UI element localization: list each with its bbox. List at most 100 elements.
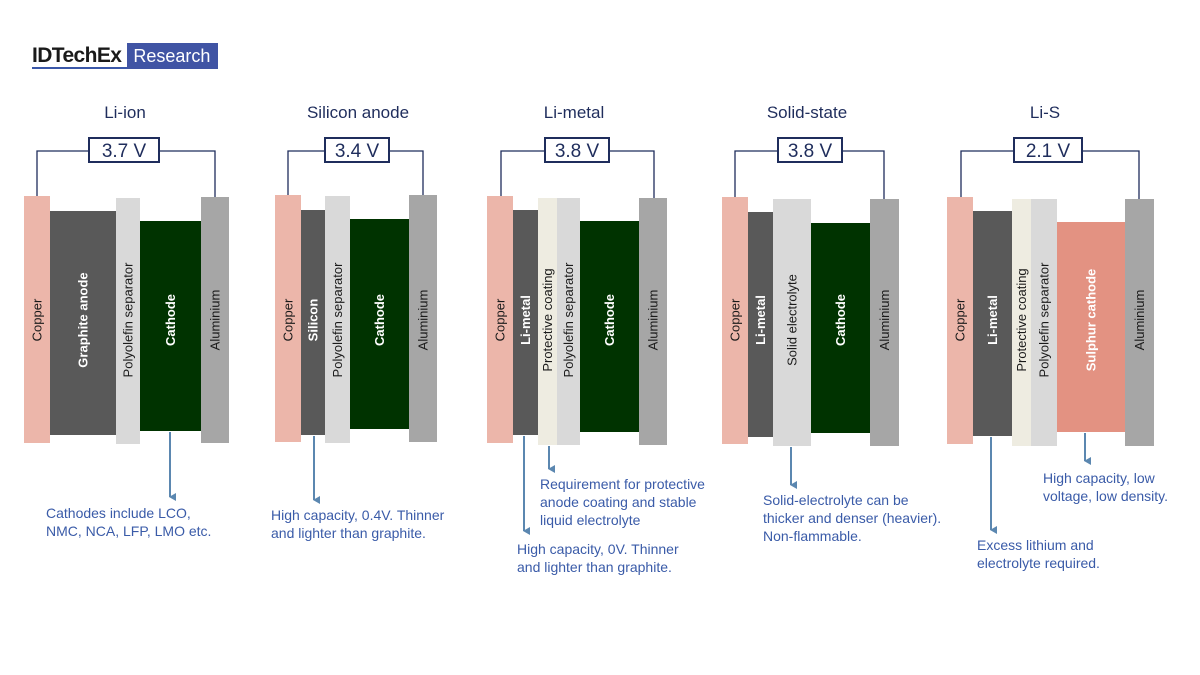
layer-label: Polyolefin separator bbox=[1037, 262, 1052, 378]
layer-aluminium bbox=[1125, 199, 1154, 446]
annotation-line: High capacity, 0.4V. Thinner bbox=[271, 507, 445, 523]
layer-aluminium bbox=[409, 195, 437, 442]
circuit-wire-right bbox=[1082, 150, 1140, 199]
layer-label: Copper bbox=[493, 298, 508, 341]
circuit-wire-right bbox=[842, 150, 885, 199]
voltage-box bbox=[544, 137, 610, 163]
voltage-box bbox=[1013, 137, 1083, 163]
layer-copper bbox=[947, 197, 973, 444]
layer-cathode bbox=[350, 219, 409, 429]
layer-cathode bbox=[140, 221, 201, 431]
annotation-line: electrolyte required. bbox=[977, 555, 1100, 571]
annotation-line: thicker and denser (heavier). bbox=[763, 510, 941, 526]
annotation-text: Solid-electrolyte can be thicker and dens… bbox=[763, 492, 941, 544]
layer-label: Copper bbox=[30, 298, 45, 341]
annotation-text: High capacity, 0V. Thinner and lighter th… bbox=[517, 541, 679, 575]
circuit-wire-right bbox=[609, 150, 655, 198]
layer-li-metal bbox=[513, 210, 538, 435]
voltage-value: 3.7 V bbox=[102, 141, 147, 162]
voltage-box bbox=[324, 137, 390, 163]
annotation-line: Requirement for protective bbox=[540, 476, 705, 492]
annotation-line: anode coating and stable bbox=[540, 494, 697, 510]
annotation-line: Excess lithium and bbox=[977, 537, 1094, 553]
circuit-wire-left bbox=[500, 150, 545, 196]
layer-label: Aluminium bbox=[646, 290, 661, 351]
layer-label: Aluminium bbox=[877, 290, 892, 351]
layer-label: Protective coating bbox=[540, 268, 555, 371]
layer-protective-coating bbox=[1012, 199, 1031, 446]
annotation-line: High capacity, low bbox=[1043, 470, 1156, 486]
voltage-box bbox=[88, 137, 160, 163]
layer-label: Aluminium bbox=[208, 290, 223, 351]
annotation-line: and lighter than graphite. bbox=[271, 525, 426, 541]
layer-aluminium bbox=[201, 197, 229, 443]
layer-label: Sulphur cathode bbox=[1084, 269, 1099, 372]
voltage-value: 3.8 V bbox=[555, 141, 600, 162]
layer-protective-coating bbox=[538, 198, 557, 445]
annotation-line: voltage, low density. bbox=[1043, 488, 1168, 504]
layer-label: Copper bbox=[281, 298, 296, 341]
layer-cathode bbox=[811, 223, 870, 433]
logo-badge: Research bbox=[127, 43, 219, 69]
annotation-text: High capacity, 0.4V. Thinner and lighter … bbox=[271, 507, 445, 541]
circuit-wire-left bbox=[36, 150, 89, 196]
layer-label: Polyolefin separator bbox=[121, 262, 136, 378]
layer-label: Cathode bbox=[602, 294, 617, 346]
layer-copper bbox=[487, 196, 513, 443]
circuit-wire-right bbox=[159, 150, 216, 197]
annotation-line: Solid-electrolyte can be bbox=[763, 492, 909, 508]
layer-label: Copper bbox=[953, 298, 968, 341]
layer-label: Cathode bbox=[163, 294, 178, 346]
voltage-value: 3.4 V bbox=[335, 141, 380, 162]
annotation-line: and lighter than graphite. bbox=[517, 559, 672, 575]
annotation-line: NMC, NCA, LFP, LMO etc. bbox=[46, 523, 211, 539]
layer-label: Li-metal bbox=[753, 295, 768, 345]
layer-label: Li-metal bbox=[518, 295, 533, 345]
layer-copper bbox=[722, 197, 748, 444]
layer-polyolefin-separator bbox=[1031, 199, 1057, 446]
layer-label: Cathode bbox=[833, 294, 848, 346]
annotation-line: Non-flammable. bbox=[763, 528, 862, 544]
annotation-text: High capacity, low voltage, low density. bbox=[1043, 470, 1168, 504]
voltage-value: 3.8 V bbox=[788, 141, 833, 162]
annotation-text: Requirement for protective anode coating … bbox=[540, 476, 705, 528]
layer-label: Graphite anode bbox=[76, 272, 91, 367]
annotation-line: Cathodes include LCO, bbox=[46, 505, 191, 521]
cell-title: Li-ion bbox=[104, 103, 146, 122]
annotation-text: Excess lithium and electrolyte required. bbox=[977, 537, 1100, 571]
layer-aluminium bbox=[870, 199, 899, 446]
voltage-value: 2.1 V bbox=[1026, 141, 1071, 162]
cell-li-ion: Li-ion 3.7 V Copper Graphite anode Polyolefi… bbox=[24, 103, 229, 539]
layer-label: Polyolefin separator bbox=[330, 262, 345, 378]
layer-label: Cathode bbox=[372, 294, 387, 346]
layer-label: Protective coating bbox=[1014, 268, 1029, 371]
layer-polyolefin-separator bbox=[325, 196, 350, 443]
annotation-line: liquid electrolyte bbox=[540, 512, 641, 528]
layer-silicon bbox=[301, 210, 325, 435]
circuit-wire-right bbox=[389, 150, 424, 195]
cell-title: Silicon anode bbox=[307, 103, 409, 122]
layer-aluminium bbox=[639, 198, 667, 445]
layer-label: Aluminium bbox=[416, 290, 431, 351]
layer-solid-electrolyte bbox=[773, 199, 811, 446]
layer-polyolefin-separator bbox=[116, 198, 140, 444]
circuit-wire-left bbox=[287, 150, 325, 195]
circuit-wire-left bbox=[960, 150, 1014, 197]
cell-title: Solid-state bbox=[767, 103, 847, 122]
circuit-wire-left bbox=[734, 150, 778, 197]
cell-title: Li-S bbox=[1030, 103, 1060, 122]
voltage-box bbox=[777, 137, 843, 163]
layer-label: Polyolefin separator bbox=[561, 262, 576, 378]
layer-cathode bbox=[580, 221, 639, 432]
layer-li-metal bbox=[748, 212, 773, 437]
annotation-line: High capacity, 0V. Thinner bbox=[517, 541, 679, 557]
layer-label: Aluminium bbox=[1132, 290, 1147, 351]
layer-sulphur-cathode bbox=[1057, 222, 1125, 432]
annotation-text: Cathodes include LCO, NMC, NCA, LFP, LMO … bbox=[46, 505, 211, 539]
layer-graphite-anode bbox=[50, 211, 116, 435]
layer-copper bbox=[275, 195, 301, 442]
